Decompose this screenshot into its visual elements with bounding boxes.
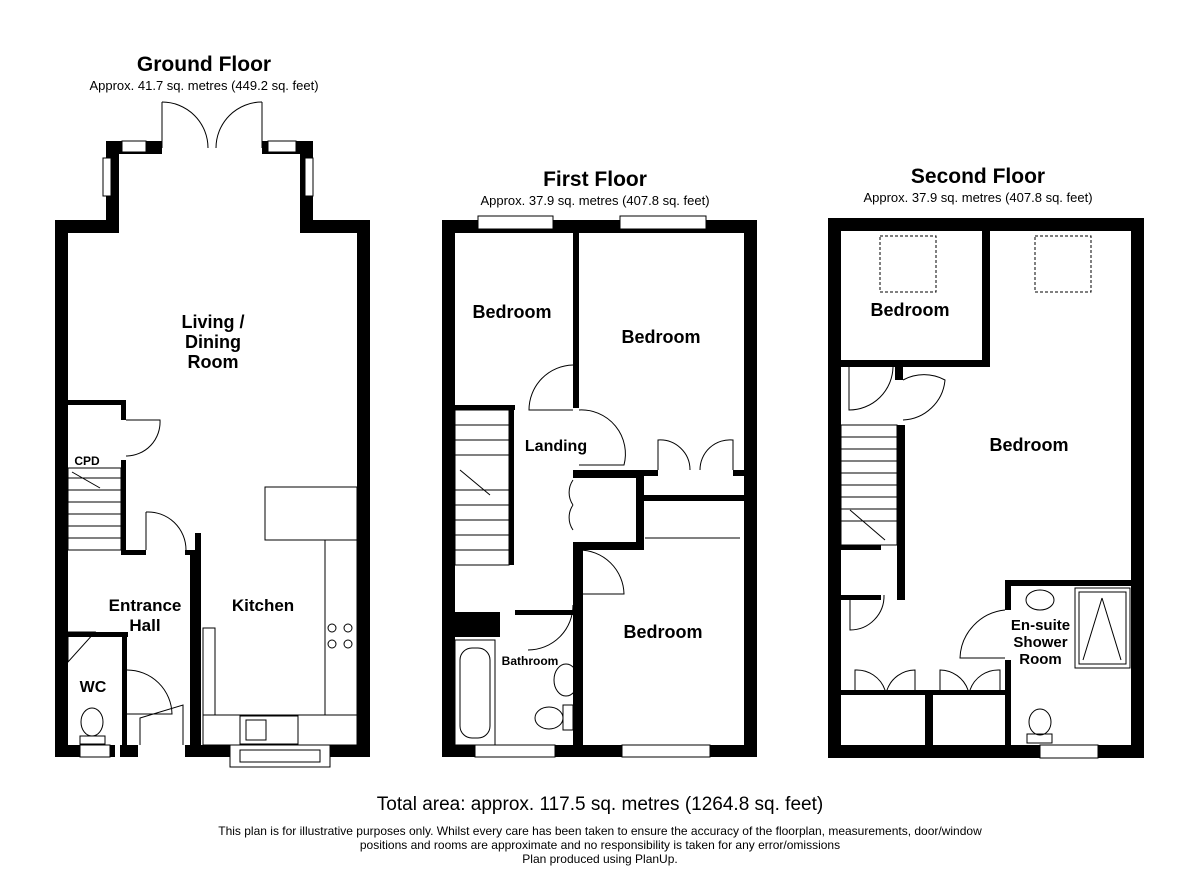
disclaimer-line-1: This plan is for illustrative purposes o… [218,824,982,838]
second-floor-plan [828,218,1144,759]
second-floor-windows [1039,744,1099,759]
room-cpd: CPD [74,454,100,468]
first-floor-plan [442,215,757,758]
skylights [879,235,1092,293]
room-landing: Landing [524,438,588,455]
bathroom-fixtures [454,639,579,746]
disclaimer-line-2: positions and rooms are approximate and … [359,838,841,852]
room-bedroom-first-bottom: Bedroom [623,622,703,642]
ground-stairs [67,467,122,551]
room-living-dining: Living / Dining Room [181,312,245,372]
second-floor-title: Second Floor [910,165,1046,188]
first-floor-doors [527,364,740,651]
ground-floor-area: Approx. 41.7 sq. metres (449.2 sq. feet) [89,78,319,93]
total-area: Total area: approx. 117.5 sq. metres (12… [376,794,824,815]
room-ensuite-shower: En-suite Shower Room [1010,617,1071,668]
room-bedroom-second-main: Bedroom [989,435,1069,455]
room-entrance-hall: Entrance Hall [108,596,182,635]
ensuite-fixtures [1025,587,1131,744]
ground-floor-walls [55,141,370,757]
room-bathroom: Bathroom [501,654,559,668]
kitchen-units [202,486,358,746]
wc-fixtures [67,631,106,745]
ground-floor-plan [55,101,370,768]
room-bedroom-first-left: Bedroom [472,302,552,322]
first-floor-windows [474,215,711,758]
ground-french-doors [161,101,263,149]
room-wc: WC [79,679,107,696]
plan-produced-note: Plan produced using PlanUp. [522,852,678,866]
second-floor-doors [848,366,1006,691]
ground-floor-windows [79,140,331,768]
room-bedroom-second-small: Bedroom [870,300,950,320]
ground-floor-title: Ground Floor [136,53,272,76]
second-stairs [840,424,898,546]
first-floor-walls [442,220,757,757]
ground-internal-doors [125,419,187,745]
first-stairs [454,409,510,566]
second-floor-area: Approx. 37.9 sq. metres (407.8 sq. feet) [863,190,1093,205]
room-bedroom-first-right: Bedroom [621,327,701,347]
first-floor-title: First Floor [543,168,647,191]
room-kitchen: Kitchen [231,596,295,615]
first-floor-area: Approx. 37.9 sq. metres (407.8 sq. feet) [480,193,710,208]
